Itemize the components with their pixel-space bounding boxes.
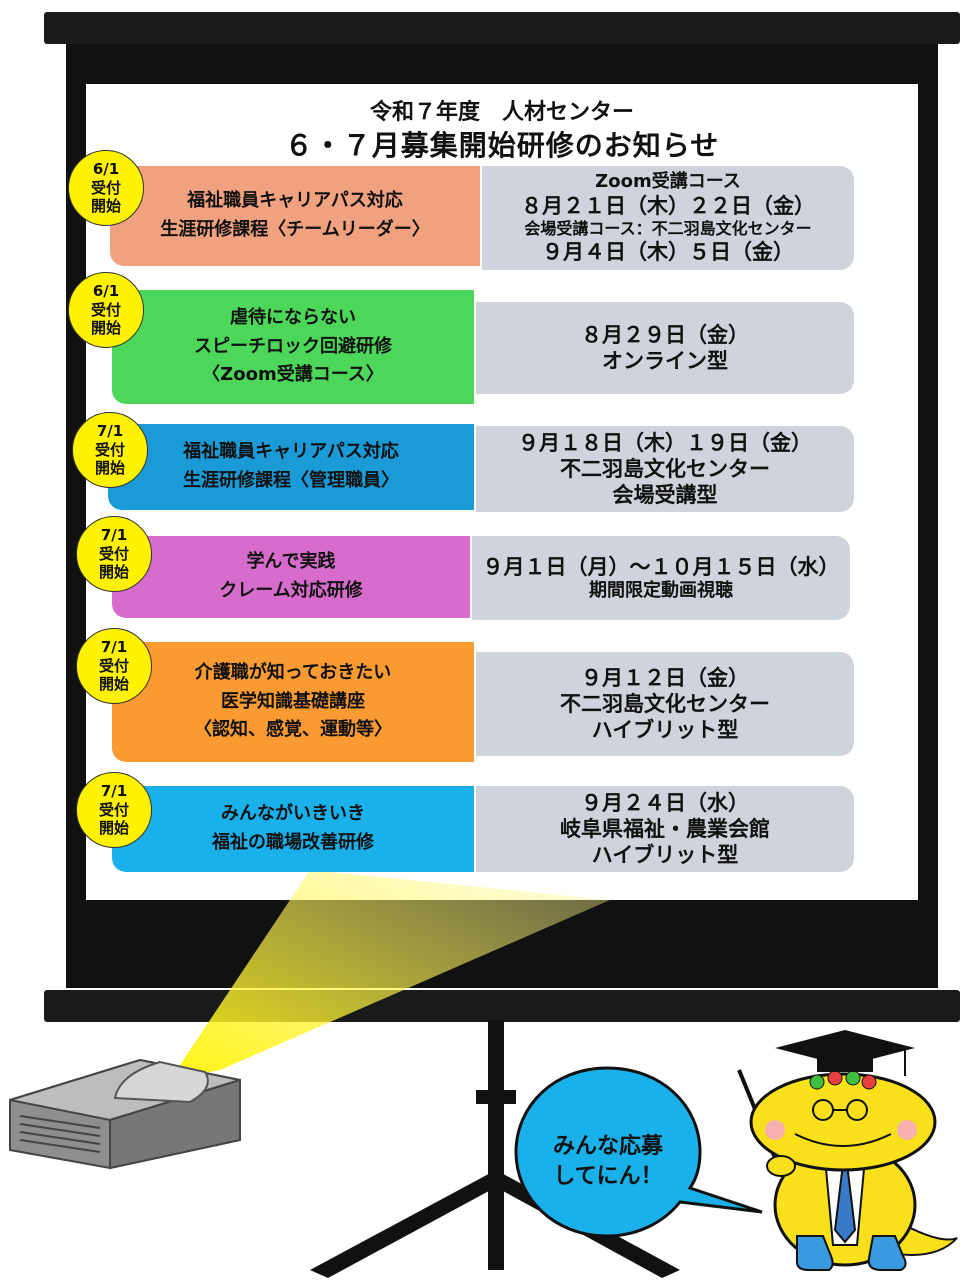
- course-title-box: 虐待にならない スピーチロック回避研修 〈Zoom受講コース〉: [112, 290, 474, 404]
- course-detail-line: 会場受講型: [612, 483, 718, 508]
- course-title-line: 〈Zoom受講コース〉: [202, 364, 384, 386]
- course-detail-line: 不二羽島文化センター: [560, 456, 770, 481]
- course-detail-line: ９月１２日（金）: [581, 665, 749, 690]
- course-title-box: 学んで実践 クレーム対応研修: [112, 536, 470, 618]
- course-detail-line: ８月２９日（金）: [581, 322, 749, 347]
- projector: [9, 1058, 241, 1170]
- course-title-line: 介護職が知っておきたい: [194, 661, 392, 683]
- course-title-line: 生涯研修課程〈管理職員〉: [183, 470, 399, 491]
- course-detail-line: 期間限定動画視聴: [589, 579, 733, 601]
- reception-start-badge: 7/1 受付 開始: [76, 772, 152, 848]
- screen-bottom-bar: [44, 990, 960, 1022]
- badge-label: 受付: [90, 300, 121, 319]
- reception-start-badge: 7/1 受付 開始: [72, 412, 148, 488]
- course-detail-line: ハイブリット型: [591, 718, 739, 743]
- course-title-line: 福祉の職場改善研修: [212, 832, 374, 853]
- badge-label: 開始: [90, 319, 121, 338]
- course-title-line: 〈認知、感覚、運動等〉: [194, 719, 392, 741]
- course-details-box: ９月２４日（水） 岐阜県福祉・農業会館 ハイブリット型: [476, 786, 854, 872]
- course-title-line: スピーチロック回避研修: [194, 335, 392, 357]
- speech-bubble-text: みんな応募 してにん！: [528, 1132, 688, 1191]
- badge-label: 開始: [94, 459, 125, 478]
- mascot-character: [737, 1030, 958, 1271]
- projector-beam: [170, 870, 610, 1080]
- course-detail-line: ９月４日（木）５日（金）: [542, 240, 794, 265]
- course-title-line: 福祉職員キャリアパス対応: [183, 441, 399, 463]
- course-title-line: 福祉職員キャリアパス対応: [187, 190, 403, 212]
- badge-label: 開始: [90, 197, 121, 216]
- page-title-line2: ６・７月募集開始研修のお知らせ: [284, 129, 720, 162]
- speech-line: してにん！: [553, 1163, 663, 1189]
- course-title-line: 学んで実践: [246, 551, 336, 573]
- course-title-line: 医学知識基礎講座: [221, 690, 365, 712]
- reception-start-badge: 7/1 受付 開始: [76, 516, 152, 592]
- course-detail-line: オンライン型: [602, 349, 728, 373]
- course-title-line: 生涯研修課程〈チームリーダー〉: [160, 219, 430, 240]
- badge-date: 7/1: [100, 637, 128, 656]
- course-details-box: ９月１２日（金） 不二羽島文化センター ハイブリット型: [476, 652, 854, 756]
- course-detail-line: 不二羽島文化センター: [560, 691, 770, 716]
- course-detail-line: Zoom受講コース: [595, 170, 741, 192]
- badge-label: 受付: [90, 178, 121, 197]
- course-title-box: 介護職が知っておきたい 医学知識基礎講座 〈認知、感覚、運動等〉: [112, 642, 474, 762]
- badge-label: 開始: [98, 819, 129, 838]
- course-details-box: ９月１８日（木）１９日（金） 不二羽島文化センター 会場受講型: [476, 426, 854, 512]
- course-title-line: みんながいきいき: [221, 803, 365, 825]
- screen-top-bar: [44, 12, 960, 44]
- course-detail-line: ９月１日（月）～１０月１５日（水）: [482, 554, 840, 579]
- badge-date: 7/1: [100, 781, 128, 800]
- course-detail-line: ９月１８日（木）１９日（金）: [518, 430, 812, 455]
- course-detail-line: 岐阜県福祉・農業会館: [560, 816, 770, 841]
- speech-bubble: [514, 1066, 763, 1238]
- badge-date: 7/1: [100, 525, 128, 544]
- badge-label: 開始: [98, 563, 129, 582]
- reception-start-badge: 6/1 受付 開始: [68, 150, 144, 226]
- reception-start-badge: 6/1 受付 開始: [68, 272, 144, 348]
- page-title-line1: 令和７年度 人材センター: [369, 100, 634, 125]
- course-title-box: みんながいきいき 福祉の職場改善研修: [112, 786, 474, 872]
- badge-label: 受付: [98, 656, 129, 675]
- course-details-box: ９月１日（月）～１０月１５日（水） 期間限定動画視聴: [472, 536, 850, 620]
- badge-date: 6/1: [92, 281, 120, 300]
- speech-line: みんな応募: [552, 1134, 663, 1159]
- course-detail-line: ハイブリット型: [591, 843, 739, 868]
- course-title-line: クレーム対応研修: [219, 580, 363, 601]
- course-detail-line: ８月２１日（木）２２日（金）: [521, 194, 815, 218]
- badge-label: 受付: [98, 544, 129, 563]
- badge-label: 開始: [98, 675, 129, 694]
- badge-date: 6/1: [92, 159, 120, 178]
- course-details-box: ８月２９日（金） オンライン型: [476, 302, 854, 394]
- badge-label: 受付: [94, 440, 125, 459]
- course-title-box: 福祉職員キャリアパス対応 生涯研修課程〈チームリーダー〉: [110, 166, 480, 266]
- course-detail-line: 会場受講コース：不二羽島文化センター: [524, 219, 812, 239]
- reception-start-badge: 7/1 受付 開始: [76, 628, 152, 704]
- course-details-box: Zoom受講コース ８月２１日（木）２２日（金） 会場受講コース：不二羽島文化セ…: [482, 166, 854, 270]
- course-title-box: 福祉職員キャリアパス対応 生涯研修課程〈管理職員〉: [108, 424, 474, 510]
- badge-date: 7/1: [96, 421, 124, 440]
- course-title-line: 虐待にならない: [230, 306, 356, 328]
- badge-label: 受付: [98, 800, 129, 819]
- course-detail-line: ９月２４日（水）: [581, 790, 749, 815]
